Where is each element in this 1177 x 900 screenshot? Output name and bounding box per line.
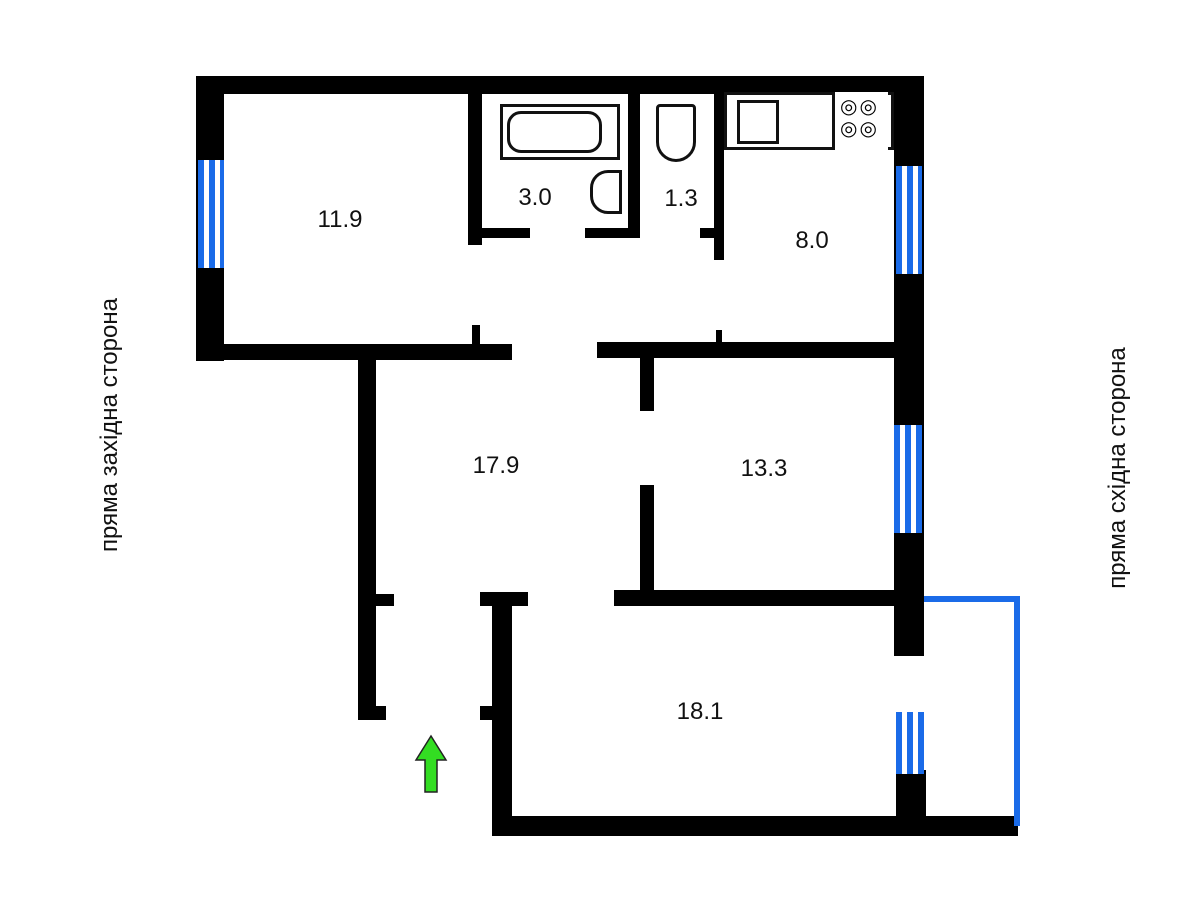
bathtub-inner-icon bbox=[507, 111, 602, 153]
wall-room1-stub bbox=[472, 325, 480, 347]
wall-east-upper bbox=[894, 76, 924, 656]
area-hall: 17.9 bbox=[472, 452, 520, 479]
wall-room2-west-a bbox=[640, 355, 654, 411]
wall-bottom bbox=[492, 816, 1018, 836]
area-toilet: 1.3 bbox=[664, 185, 698, 212]
balcony bbox=[924, 596, 1020, 826]
wall-north-hall bbox=[196, 344, 512, 360]
wall-entry-r bbox=[480, 706, 500, 720]
east-side-label: пряма східна сторона bbox=[1104, 347, 1131, 589]
wall-room3-west bbox=[492, 595, 512, 835]
window-room3 bbox=[896, 712, 924, 774]
wall-room2-bottom bbox=[614, 590, 914, 606]
wall-kitchen-stub bbox=[716, 330, 722, 348]
sink-icon bbox=[590, 170, 622, 214]
window-room2 bbox=[894, 425, 922, 533]
wall-bath-bottom-l bbox=[468, 228, 530, 238]
wall-door-r bbox=[480, 592, 528, 606]
toilet-icon bbox=[656, 104, 696, 162]
west-side-label: пряма західна сторона bbox=[96, 298, 123, 552]
window-kitchen bbox=[896, 166, 922, 274]
wall-room2-west-b bbox=[640, 485, 654, 600]
window-room1 bbox=[198, 160, 224, 268]
wall-bath-west bbox=[468, 90, 482, 245]
kitchen-sink-icon bbox=[737, 100, 779, 144]
wall-kitchen-bottom bbox=[597, 342, 897, 358]
wall-top bbox=[196, 76, 924, 94]
area-bathroom: 3.0 bbox=[518, 184, 552, 211]
wall-bath-toilet bbox=[628, 90, 640, 230]
wall-door-l bbox=[370, 594, 394, 606]
area-kitchen: 8.0 bbox=[795, 227, 829, 254]
area-room-3: 18.1 bbox=[676, 698, 724, 725]
wall-east-lower bbox=[896, 770, 926, 830]
stove-burners-icon: ◎◎◎◎ bbox=[840, 96, 879, 140]
wall-hall-west bbox=[358, 355, 376, 720]
wall-kitchen-west bbox=[714, 90, 724, 260]
wall-toilet-bottom bbox=[700, 228, 722, 238]
area-room-2: 13.3 bbox=[740, 455, 788, 482]
wall-entry-l bbox=[358, 706, 386, 720]
entrance-arrow-icon bbox=[414, 734, 448, 793]
wall-bath-bottom-r bbox=[585, 228, 640, 238]
stove-icon bbox=[832, 92, 888, 150]
area-room-1: 11.9 bbox=[317, 206, 363, 233]
